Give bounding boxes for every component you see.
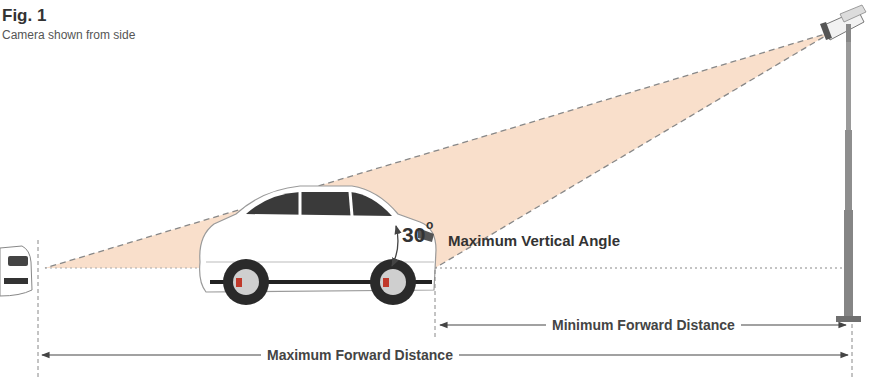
extension-line xyxy=(435,270,436,340)
camera-pole xyxy=(836,40,861,322)
horizontal-reference xyxy=(435,267,850,268)
figure-title: Fig. 1 xyxy=(2,6,46,26)
dimension-label: Minimum Forward Distance xyxy=(546,317,741,333)
dimension-label: Maximum Forward Distance xyxy=(261,347,459,363)
camera xyxy=(820,5,866,42)
angle-value: 30 xyxy=(402,223,425,247)
angle-label: Maximum Vertical Angle xyxy=(448,232,620,249)
beam-ground-line xyxy=(45,267,200,268)
distant-car xyxy=(0,246,32,296)
camera-beam xyxy=(45,32,832,268)
suv xyxy=(200,186,436,305)
figure-caption: Camera shown from side xyxy=(2,29,135,43)
angle-arc xyxy=(392,226,398,266)
beam-lower-edge xyxy=(435,32,832,268)
extension-line xyxy=(38,240,39,378)
extension-line xyxy=(852,324,853,378)
degree-mark: o xyxy=(426,219,433,233)
beam-upper-edge xyxy=(45,32,832,268)
